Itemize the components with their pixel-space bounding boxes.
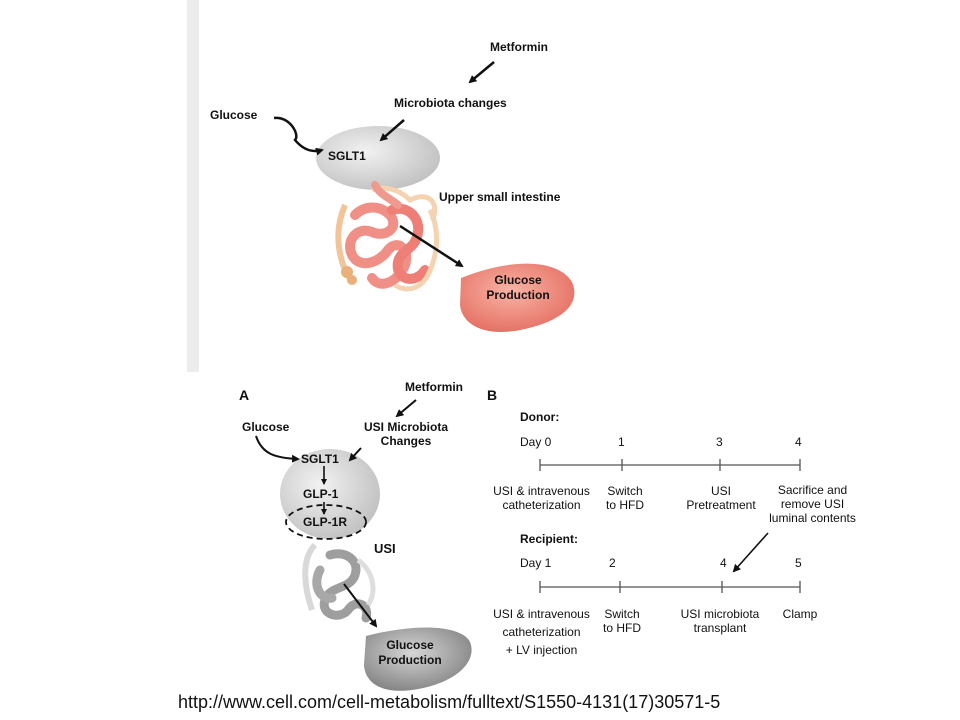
label-usi-microbiota-a: USI Microbiota Changes bbox=[363, 420, 448, 448]
recipient-title: Recipient: bbox=[520, 532, 579, 546]
donor-day-1: 1 bbox=[618, 435, 625, 449]
recipient-timeline bbox=[539, 581, 801, 593]
sglt1-blob bbox=[316, 126, 440, 190]
arrow-glucose-to-sglt1-top bbox=[273, 116, 324, 156]
label-glucose-a: Glucose bbox=[242, 420, 290, 434]
recipient-event-3: Clamp bbox=[782, 607, 818, 621]
donor-day-3: 3 bbox=[716, 435, 723, 449]
arrow-glucose-to-sglt1-a bbox=[255, 435, 300, 463]
donor-title: Donor: bbox=[520, 410, 560, 424]
label-glucose-production-a: Glucose Production bbox=[378, 638, 442, 667]
recipient-event-2: USI microbiota transplant bbox=[680, 607, 760, 635]
label-glucose-top: Glucose bbox=[210, 108, 258, 122]
panel-b-letter: B bbox=[487, 387, 498, 403]
recipient-day-2: 2 bbox=[609, 556, 616, 570]
intestine-illustration-a bbox=[302, 542, 376, 623]
glp1r-dashed-ring bbox=[285, 504, 367, 540]
label-glp1r-a: GLP-1R bbox=[303, 515, 348, 529]
arrow-transfer-contents bbox=[732, 532, 769, 573]
recipient-event-1: Switch to HFD bbox=[602, 607, 641, 635]
liver-a bbox=[364, 627, 472, 691]
recipient-day-5: 5 bbox=[795, 556, 802, 570]
donor-event-0: USI & intravenous catheterization bbox=[493, 484, 590, 512]
recipient-day-1: Day 1 bbox=[520, 556, 552, 570]
donor-timeline bbox=[539, 459, 801, 471]
donor-event-2: USI Pretreatment bbox=[686, 484, 756, 512]
intestine-illustration-top bbox=[335, 181, 440, 292]
recipient-day-4: 4 bbox=[720, 556, 727, 570]
label-metformin-a: Metformin bbox=[405, 380, 463, 394]
arrow-microbiota-to-sglt1-a bbox=[348, 447, 362, 462]
panel-a-letter: A bbox=[239, 387, 250, 403]
sglt1-blob-a bbox=[280, 449, 380, 539]
arrow-usi-to-liver-a bbox=[343, 583, 378, 628]
donor-event-1: Switch to HFD bbox=[605, 484, 644, 512]
panel-edge-shade bbox=[187, 0, 199, 372]
label-microbiota-top: Microbiota changes bbox=[394, 96, 507, 110]
arrow-intestine-to-liver-top bbox=[399, 224, 464, 268]
donor-day-4: 4 bbox=[795, 435, 802, 449]
arrow-microbiota-to-sglt1-top bbox=[379, 119, 405, 142]
source-url: http://www.cell.com/cell-metabolism/full… bbox=[178, 692, 721, 712]
liver-top bbox=[460, 263, 575, 333]
label-glp1-a: GLP-1 bbox=[303, 487, 339, 501]
label-sglt1-top: SGLT1 bbox=[328, 149, 366, 163]
label-usi-a: USI bbox=[374, 541, 396, 556]
label-sglt1-a: SGLT1 bbox=[301, 452, 339, 466]
donor-day-0: Day 0 bbox=[520, 435, 552, 449]
arrow-metformin-to-microbiota-top bbox=[468, 61, 495, 84]
arrow-metformin-to-microbiota-a bbox=[395, 399, 417, 418]
label-metformin-top: Metformin bbox=[490, 40, 548, 54]
donor-event-3: Sacrifice and remove USI luminal content… bbox=[769, 483, 856, 525]
label-glucose-production-top: Glucose Production bbox=[486, 273, 550, 302]
label-intestine-top: Upper small intestine bbox=[439, 190, 561, 204]
recipient-event-0: USI & intravenous catheterization + LV i… bbox=[493, 607, 590, 657]
